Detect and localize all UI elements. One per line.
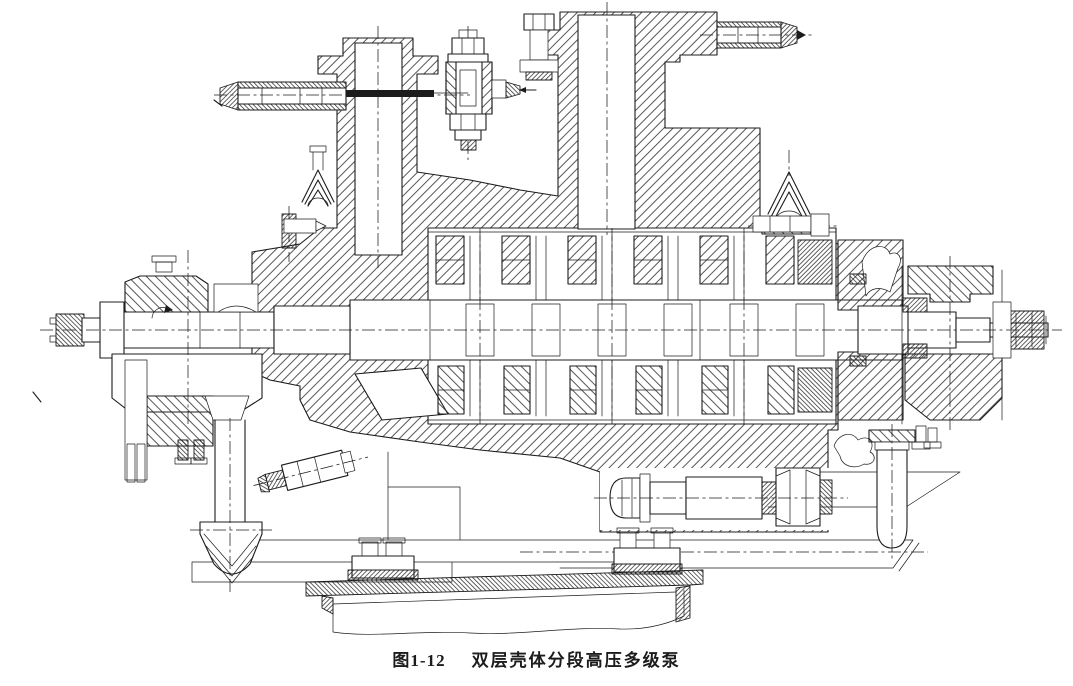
air-valve	[445, 26, 537, 160]
left-gland	[281, 206, 327, 262]
foundation-and-baseplate	[190, 395, 961, 635]
discharge-nozzle-bore	[577, 14, 636, 230]
pedestal-right	[611, 527, 683, 575]
small-bolt-right	[923, 427, 942, 449]
gauge-stud-left	[213, 81, 470, 111]
drain-pipe-right	[868, 424, 916, 560]
main-tie-bolt	[594, 433, 875, 527]
foundation	[321, 585, 691, 635]
casing-support-bracket-left	[301, 145, 335, 207]
balance-drum-lower	[797, 367, 833, 413]
centerlines	[40, 2, 1062, 430]
stud-right	[700, 21, 814, 49]
figure-caption-title: 双层壳体分段高压多级泵	[471, 651, 681, 670]
support-foot	[190, 395, 272, 592]
balance-drum-upper	[797, 239, 833, 285]
casing-joint-bolt-right	[748, 213, 838, 237]
figure-caption: 图1-12 双层壳体分段高压多级泵	[0, 646, 1073, 671]
pedestal-left	[347, 537, 419, 581]
figure-caption-label: 图1-12	[392, 651, 446, 670]
right-bearing	[901, 265, 1012, 450]
stray-marks	[32, 305, 173, 403]
sole-plate	[305, 569, 704, 597]
left-bearing	[99, 255, 263, 483]
suction-nozzle-bore	[354, 42, 403, 256]
flange-bolt	[519, 13, 559, 81]
rotor-stages	[427, 228, 837, 424]
drain-pipe-left	[253, 449, 369, 493]
